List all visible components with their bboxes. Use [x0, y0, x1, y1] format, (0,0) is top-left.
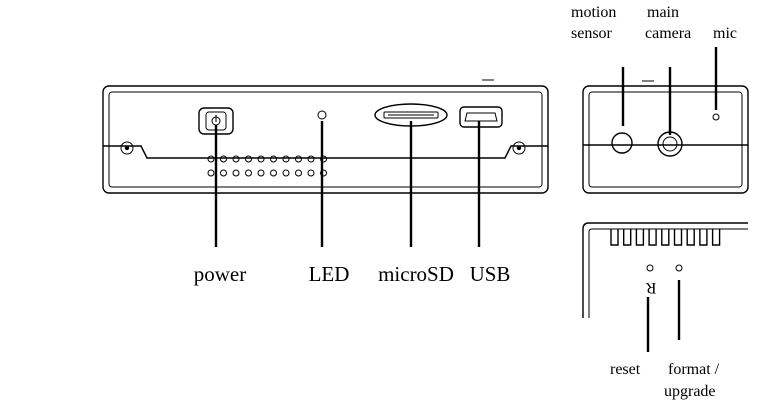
power-label: power — [194, 262, 246, 286]
vent-hole — [270, 155, 277, 163]
vent-hole — [307, 169, 315, 177]
mic-label: mic — [713, 25, 737, 42]
reset-hole — [646, 264, 654, 272]
main-camera-label-line2: camera — [645, 25, 691, 42]
side-view: motion sensor main camera mic — [571, 4, 749, 194]
vent-hole — [220, 155, 227, 163]
front-screw-right — [512, 141, 526, 155]
vent-holes — [207, 155, 327, 177]
cooling-fin — [623, 229, 632, 246]
main-camera-lens — [657, 131, 683, 157]
main-camera-label-line1: main — [647, 4, 679, 21]
cooling-fin — [711, 229, 721, 246]
mic-hole — [712, 113, 720, 121]
side-panel-inner — [588, 91, 743, 188]
cooling-fin — [610, 229, 619, 246]
side-housing — [582, 85, 749, 194]
cooling-fin — [661, 229, 670, 246]
format-upgrade-label-line2: upgrade — [664, 383, 716, 400]
vent-hole — [245, 155, 252, 163]
front-screw-left — [120, 141, 134, 155]
vent-hole — [207, 155, 215, 163]
vent-hole — [320, 155, 327, 163]
vent-hole — [220, 169, 227, 177]
vent-hole — [207, 169, 215, 177]
cooling-fin — [648, 229, 657, 246]
cooling-fin — [699, 229, 708, 246]
vent-hole — [257, 169, 265, 177]
format-upgrade-hole — [675, 264, 683, 272]
front-view: power LED microSD USB — [102, 79, 549, 286]
microsd-label: microSD — [378, 262, 454, 286]
vent-hole — [282, 155, 290, 163]
vent-hole — [295, 169, 302, 177]
cooling-fin — [635, 229, 645, 246]
led-label: LED — [309, 262, 350, 286]
cooling-fins — [610, 229, 721, 246]
vent-hole — [282, 169, 290, 177]
motion-sensor-label-line1: motion — [571, 4, 616, 21]
cooling-fin — [673, 229, 683, 246]
back-housing — [582, 222, 748, 318]
front-housing — [102, 85, 549, 194]
cooling-fin — [686, 229, 695, 246]
motion-sensor — [611, 132, 633, 154]
front-panel-inner — [108, 91, 543, 188]
motion-sensor-label-line2: sensor — [571, 25, 613, 42]
led-indicator — [317, 110, 327, 120]
vent-hole — [245, 169, 252, 177]
vent-hole — [270, 169, 277, 177]
reset-label: reset — [610, 361, 641, 378]
usb-label: USB — [470, 262, 511, 286]
vent-hole — [307, 155, 315, 163]
vent-hole — [295, 155, 302, 163]
vent-hole — [232, 169, 240, 177]
back-panel-inner — [588, 228, 748, 318]
format-upgrade-label-line1: format / — [668, 361, 720, 378]
vent-hole — [320, 169, 327, 177]
back-view: R reset format / upgrade — [582, 222, 748, 400]
vent-hole — [232, 155, 240, 163]
vent-hole — [257, 155, 265, 163]
reset-marking: R — [645, 279, 656, 296]
usb-port — [459, 106, 503, 128]
